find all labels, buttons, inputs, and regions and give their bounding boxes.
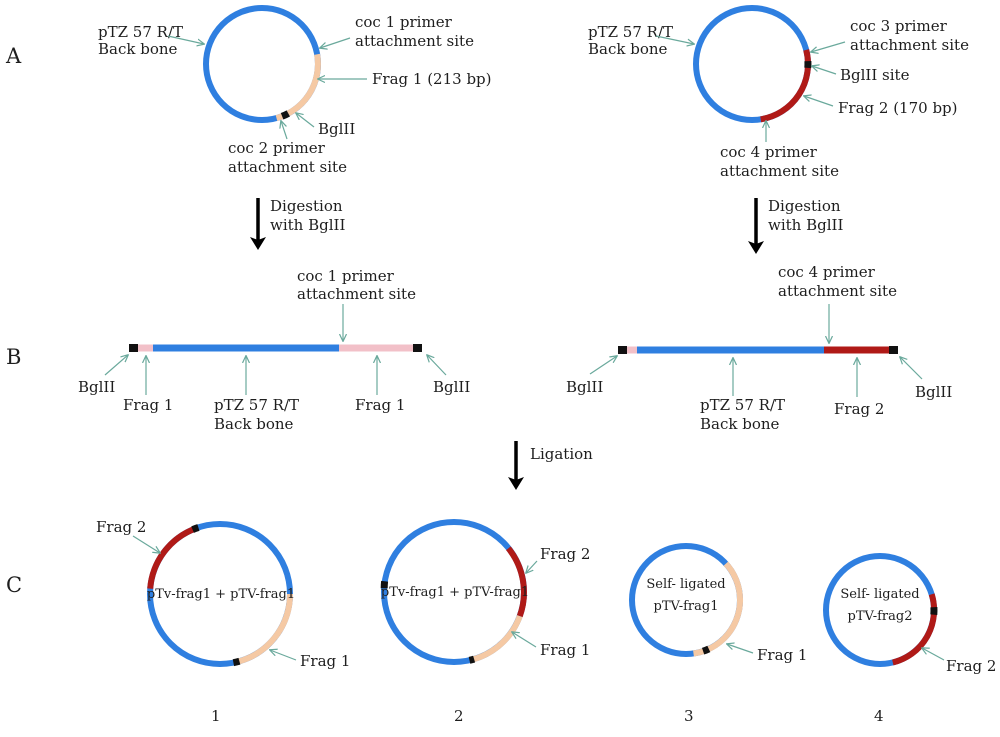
label-frag2-b: Frag 2 <box>834 400 884 418</box>
label-c2-frag2: Frag 2 <box>540 545 590 563</box>
label-coc1-b-2: attachment site <box>297 285 416 303</box>
label-coc2-a-1: coc 2 primer <box>228 139 326 157</box>
plasmid-a-left <box>203 5 321 123</box>
label-backbone-a-left-2: Back bone <box>98 40 178 58</box>
label-digestion-right-2: with BglII <box>768 216 843 234</box>
label-coc3-a-2: attachment site <box>850 36 969 54</box>
label-frag2-a: Frag 2 (170 bp) <box>838 99 958 117</box>
label-backbone-a-right-1: pTZ 57 R/T <box>588 23 673 41</box>
pointer-c4-frag2 <box>922 648 945 661</box>
section-label-c: C <box>6 573 22 597</box>
label-coc4-a-2: attachment site <box>720 162 839 180</box>
plasmid-c1 <box>147 521 293 667</box>
frag1-segment <box>275 53 321 121</box>
label-bglii-b-left-2: BglII <box>433 378 470 396</box>
label-digestion-right-1: Digestion <box>768 197 841 215</box>
pointer-c2-frag1 <box>512 632 537 648</box>
label-backbone-b-right-1: pTZ 57 R/T <box>700 396 785 414</box>
bglii-site-mark-bottom <box>232 657 241 667</box>
frag2-segment <box>506 546 527 618</box>
plasmid-c2 <box>380 519 527 665</box>
label-bglii-b-right-2: BglII <box>915 383 952 401</box>
label-digestion-left-1: Digestion <box>270 197 343 215</box>
pointer-frag2-a <box>804 96 834 107</box>
label-c1-inner: pTv-frag1 + pTV-frag1 <box>147 587 295 602</box>
label-c4-number: 4 <box>874 707 884 725</box>
label-frag1-b-left: Frag 1 <box>123 396 173 414</box>
label-c4-frag2: Frag 2 <box>946 657 996 675</box>
label-coc1-a-2: attachment site <box>355 32 474 50</box>
pointer-coc1-a <box>320 37 351 48</box>
label-c1-number: 1 <box>211 707 221 725</box>
label-frag1-b-right: Frag 1 <box>355 396 405 414</box>
label-coc2-a-2: attachment site <box>228 158 347 176</box>
label-coc4-a-1: coc 4 primer <box>720 143 818 161</box>
frag1-segment <box>237 593 293 665</box>
bglii-site-mark-bottom <box>468 655 476 664</box>
plasmid-a-right <box>693 5 812 123</box>
label-backbone-b-right-2: Back bone <box>700 415 780 433</box>
plasmid-c4 <box>823 553 938 667</box>
label-bglii-b-left-1: BglII <box>78 378 115 396</box>
pointer-c2-frag2 <box>526 560 538 573</box>
label-bglii-site-a-right: BglII site <box>840 66 910 84</box>
frag1-segment <box>470 614 523 663</box>
label-backbone-b-left-1: pTZ 57 R/T <box>214 396 299 414</box>
label-backbone-a-left-1: pTZ 57 R/T <box>98 23 183 41</box>
label-c2-frag1: Frag 1 <box>540 641 590 659</box>
label-coc4-b-1: coc 4 primer <box>778 263 876 281</box>
label-bglii-a-left: BglII <box>318 120 355 138</box>
pointer-c1-frag2 <box>132 535 160 553</box>
pointer-backbone-a-right <box>655 35 694 44</box>
pointer-bglii-a-left <box>296 113 315 128</box>
label-c1-frag2: Frag 2 <box>96 518 146 536</box>
label-c3-number: 3 <box>684 707 694 725</box>
label-c4-inner-1: Self- ligated <box>840 587 919 602</box>
pointer-coc2-a <box>281 121 288 140</box>
pointer-bglii-b-right-1 <box>589 356 617 375</box>
section-label-a: A <box>5 44 22 68</box>
pointer-bglii-b-left-2 <box>427 355 447 376</box>
label-coc3-a-1: coc 3 primer <box>850 17 948 35</box>
pointer-bglii-b-left-1 <box>104 355 128 376</box>
pointer-backbone-a-left <box>167 35 204 44</box>
bglii-site-mark <box>280 110 290 120</box>
label-backbone-b-left-2: Back bone <box>214 415 294 433</box>
label-ligation: Ligation <box>530 445 593 463</box>
label-c3-inner-1: Self- ligated <box>646 577 725 592</box>
label-coc1-b-1: coc 1 primer <box>297 267 395 285</box>
label-coc1-a-1: coc 1 primer <box>355 13 453 31</box>
label-c3-inner-2: pTV-frag1 <box>654 599 719 614</box>
pointer-c1-frag1 <box>270 650 297 661</box>
label-coc4-b-2: attachment site <box>778 282 897 300</box>
label-c2-inner: pTv-frag1 + pTV-frag1 <box>381 585 529 600</box>
frag2-segment <box>147 525 197 589</box>
section-label-b: B <box>6 345 21 369</box>
plasmid-c3 <box>629 543 744 657</box>
label-backbone-a-right-2: Back bone <box>588 40 668 58</box>
label-frag1-a: Frag 1 (213 bp) <box>372 70 492 88</box>
bglii-site-mark <box>701 645 711 655</box>
label-c2-number: 2 <box>454 707 464 725</box>
frag2-segment <box>892 593 938 666</box>
pointer-bglii-b-right-2 <box>900 357 923 380</box>
label-bglii-b-right-1: BglII <box>566 378 603 396</box>
label-c3-frag1: Frag 1 <box>757 646 807 664</box>
label-c4-inner-2: pTV-frag2 <box>848 609 913 624</box>
label-digestion-left-2: with BglII <box>270 216 345 234</box>
pointer-bglii-site-a-right <box>812 66 837 75</box>
pointer-c3-frag1 <box>727 644 754 654</box>
pointer-coc3-a <box>811 41 846 52</box>
bglii-site-mark-top <box>191 524 200 533</box>
label-c1-frag1: Frag 1 <box>300 652 350 670</box>
